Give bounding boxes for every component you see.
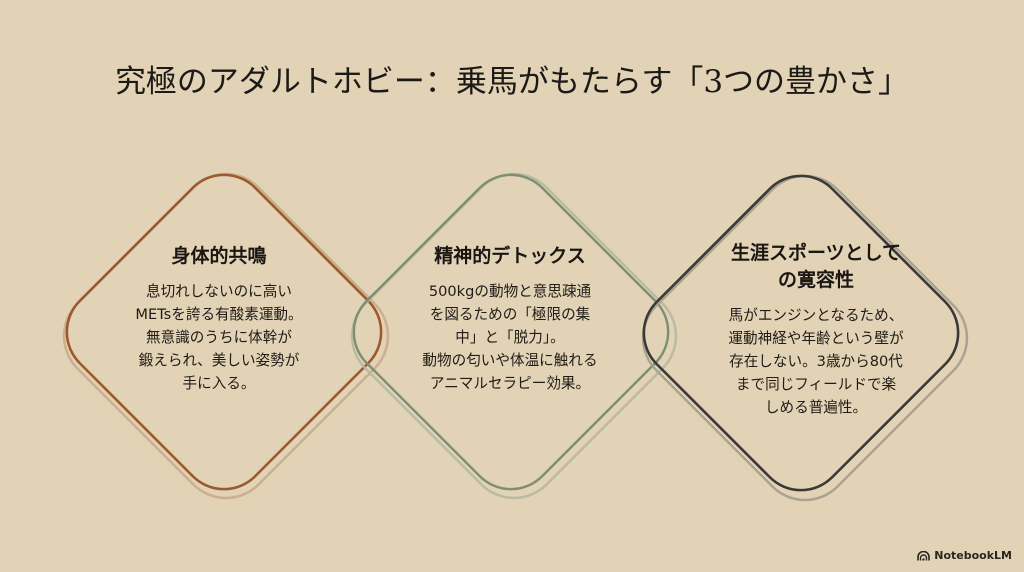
card-heading-line: の寛容性: [777, 269, 854, 291]
card-heading-line: 精神的デトックス: [434, 245, 586, 267]
card-body-line: 500kgの動物と意思疎通: [428, 283, 592, 300]
notebooklm-logo-icon: [917, 550, 931, 560]
card-body-line: 中」と「脱力」。: [455, 329, 565, 346]
card-body-line: を図るための「極限の集: [429, 306, 591, 323]
diamond-outline-lifelong: [641, 174, 969, 502]
card-heading: 身体的共鳴: [89, 243, 349, 270]
card-body-line: 運動神経や年齢という壁が: [728, 330, 904, 347]
diamond-outline-physical: [62, 172, 390, 500]
page-title: 究極のアダルトホビー：乗馬がもたらす「3つの豊かさ」: [114, 64, 910, 100]
card-heading-line: 生涯スポーツとして: [730, 242, 902, 264]
card-body: 馬がエンジンとなるため、 運動神経や年齢という壁が 存在しない。3歳から80代 …: [686, 304, 946, 419]
card-body-line: METsを誇る有酸素運動。: [135, 306, 303, 323]
card-heading: 精神的デトックス: [380, 243, 640, 270]
card-body-line: 馬がエンジンとなるため、: [728, 307, 904, 324]
card-body-line: 存在しない。3歳から80代: [729, 353, 903, 370]
card-lifelong: 生涯スポーツとして の寛容性 馬がエンジンとなるため、 運動神経や年齢という壁が…: [686, 240, 946, 419]
brand-watermark: NotebookLM: [917, 549, 1012, 562]
card-body: 500kgの動物と意思疎通 を図るための「極限の集 中」と「脱力」。 動物の匂い…: [380, 280, 640, 395]
card-body-line: 鍛えられ、美しい姿勢が: [138, 352, 300, 369]
card-body: 息切れしないのに高い METsを誇る有酸素運動。 無意識のうちに体幹が 鍛えられ…: [89, 280, 349, 395]
card-body-line: しめる普遍性。: [764, 399, 868, 416]
card-body-line: 息切れしないのに高い: [146, 283, 292, 300]
card-body-line: 無意識のうちに体幹が: [146, 329, 292, 346]
card-body-line: まで同じフィールドで楽: [735, 376, 897, 393]
card-heading: 生涯スポーツとして の寛容性: [686, 240, 946, 294]
card-physical: 身体的共鳴 息切れしないのに高い METsを誇る有酸素運動。 無意識のうちに体幹…: [89, 243, 349, 395]
card-heading-line: 身体的共鳴: [171, 245, 267, 267]
card-body-line: アニマルセラピー効果。: [429, 375, 591, 392]
card-body-line: 動物の匂いや体温に触れる: [422, 352, 598, 369]
card-body-line: 手に入る。: [182, 375, 256, 392]
card-mental: 精神的デトックス 500kgの動物と意思疎通 を図るための「極限の集 中」と「脱…: [380, 243, 640, 395]
brand-label: NotebookLM: [934, 549, 1012, 562]
diamond-outline-mental: [350, 172, 678, 500]
